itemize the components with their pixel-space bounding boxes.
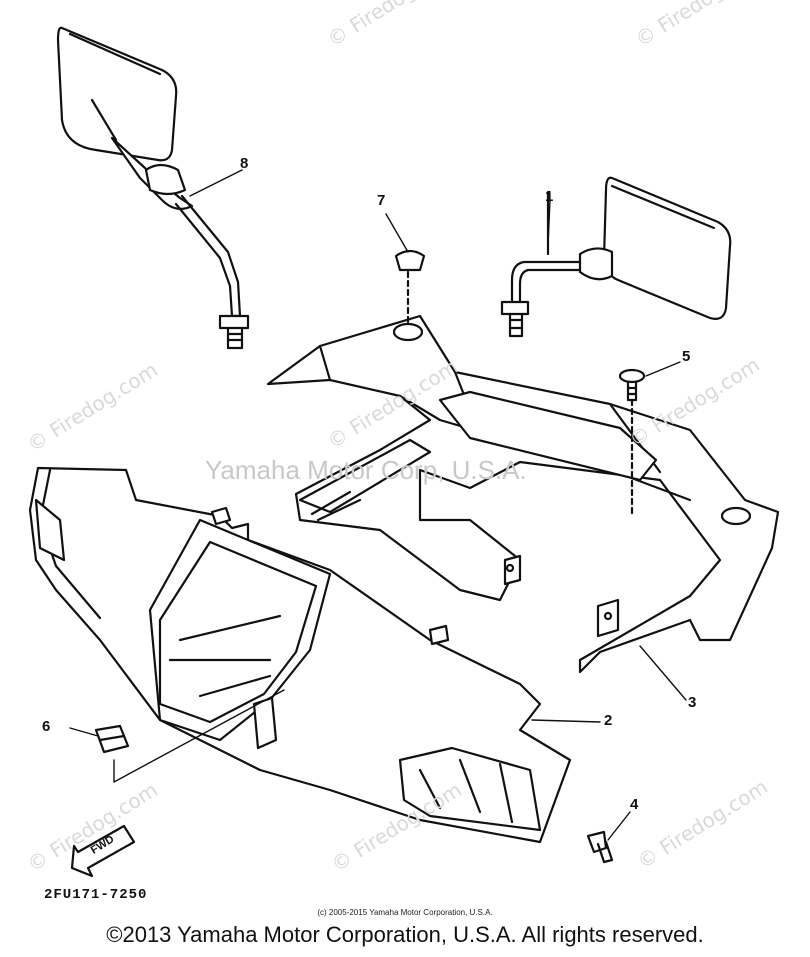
small-copyright: (c) 2005-2015 Yamaha Motor Corporation, … xyxy=(317,908,493,917)
callout-5: 5 xyxy=(682,348,691,365)
callout-4: 4 xyxy=(630,796,639,813)
callout-1: 1 xyxy=(545,188,554,205)
callout-6: 6 xyxy=(42,718,51,735)
bolt xyxy=(586,830,614,864)
copyright-notice: ©2013 Yamaha Motor Corporation, U.S.A. A… xyxy=(106,922,704,947)
callout-8: 8 xyxy=(240,155,249,172)
grommet xyxy=(394,249,426,328)
callout-3: 3 xyxy=(688,694,697,711)
upper-cover xyxy=(266,314,780,674)
callout-7: 7 xyxy=(377,192,386,209)
screw xyxy=(618,368,646,518)
center-watermark: Yamaha Motor Corp, U.S.A. xyxy=(205,455,527,485)
left-mirror xyxy=(56,26,250,350)
front-panel xyxy=(28,466,572,844)
nut xyxy=(94,724,130,754)
right-mirror xyxy=(500,176,732,338)
leader-lines xyxy=(69,169,687,841)
callout-2: 2 xyxy=(604,712,613,729)
part-code: 2FU171-7250 xyxy=(44,887,148,903)
fwd-arrow-icon xyxy=(70,824,136,878)
